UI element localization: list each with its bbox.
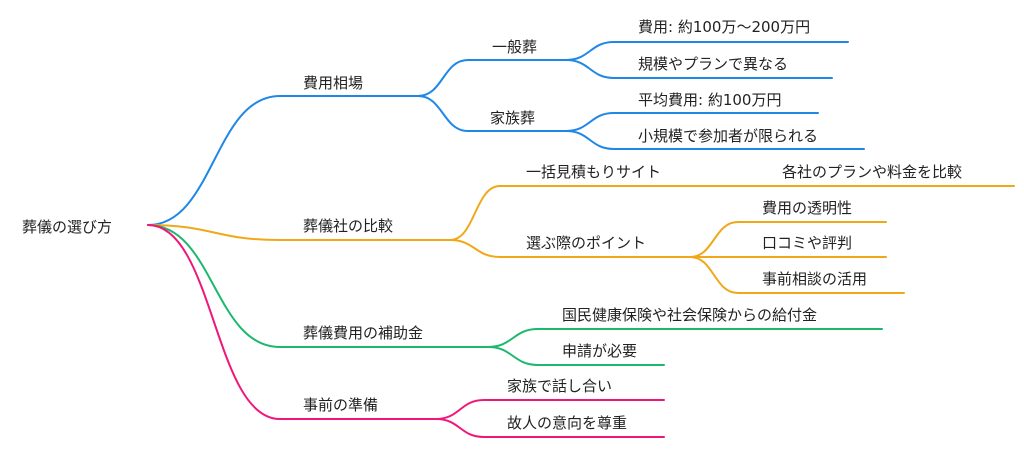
edge-family-cost [565,112,819,132]
leaf-label-reviews: 口コミや評判 [762,234,852,252]
edge-compare-points [449,239,691,258]
leaf-label-general-scale: 規模やプランで異なる [638,55,788,73]
edge-cost-family [417,95,567,132]
sub-label-general-funeral: 一般葬 [492,38,537,56]
edge-compare-site [449,185,761,241]
leaf-label-family-scale: 小規模で参加者が限られる [638,127,818,145]
branch-label-preparation: 事前の準備 [303,396,378,414]
edge-root-subsidy [147,224,489,348]
edge-subsidy-insurance [487,328,883,348]
branch-label-compare: 葬儀社の比較 [303,217,393,235]
leaf-label-application: 申請が必要 [562,342,637,360]
edge-family-scale [565,130,865,150]
leaf-label-respect-wishes: 故人の意向を尊重 [507,414,627,432]
edge-general-cost [565,41,849,61]
sub-label-family-funeral: 家族葬 [490,109,535,127]
edge-points-consultation [689,256,905,294]
edge-preparation-talk [435,399,665,420]
edge-subsidy-application [487,346,665,366]
mindmap-edges [147,41,1015,438]
edge-root-cost [147,95,419,226]
sub-label-estimate-site: 一括見積もりサイト [526,163,661,181]
sub-label-select-points: 選ぶ際のポイント [526,234,646,252]
leaf-label-compare-plans: 各社のプランや料金を比較 [782,163,962,181]
branch-label-subsidy: 葬儀費用の補助金 [303,324,423,342]
leaf-label-insurance-benefit: 国民健康保険や社会保険からの給付金 [562,306,817,324]
leaf-label-transparency: 費用の透明性 [762,199,852,217]
edge-cost-general [417,59,567,97]
leaf-label-family-cost: 平均費用: 約100万円 [638,91,781,109]
leaf-label-general-cost: 費用: 約100万～200万円 [638,18,810,36]
edge-root-compare [147,224,451,241]
edge-preparation-wishes [435,418,665,438]
edge-points-transparency [689,221,887,258]
root-label: 葬儀の選び方 [22,218,112,236]
leaf-label-consultation: 事前相談の活用 [762,270,867,288]
branch-label-cost: 費用相場 [303,74,363,92]
leaf-label-family-talk: 家族で話し合い [507,377,612,395]
edge-root-preparation [147,224,437,420]
edge-general-scale [565,59,833,79]
